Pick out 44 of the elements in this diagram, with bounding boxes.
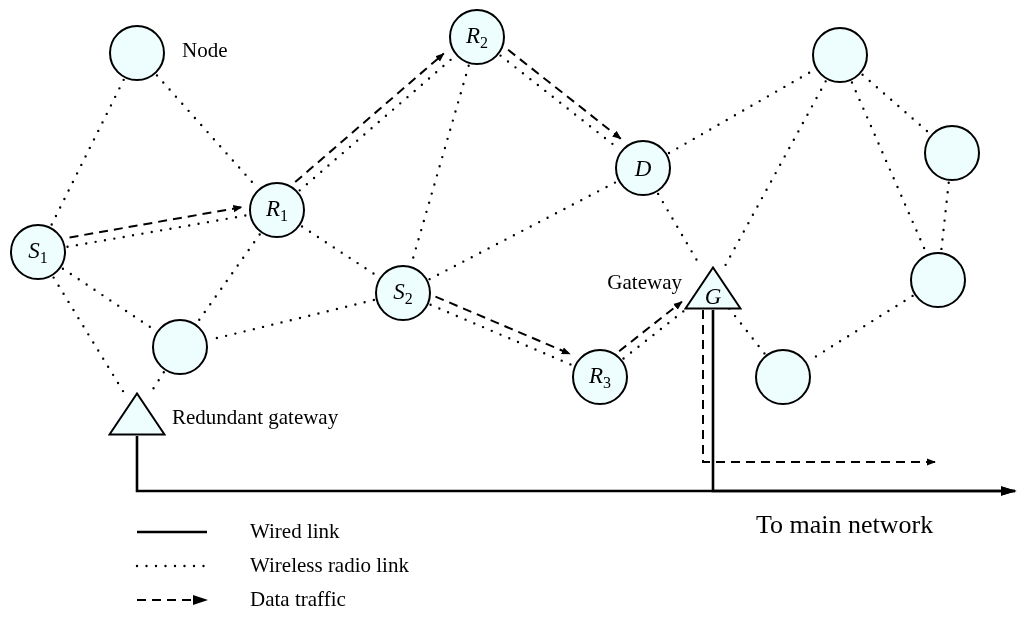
node-circle bbox=[924, 125, 980, 181]
data-traffic-arrow bbox=[618, 300, 683, 353]
gateway-triangle bbox=[684, 266, 742, 310]
wireless-link bbox=[429, 303, 574, 367]
data-traffic-arrow bbox=[68, 205, 243, 239]
wired-link-arrow bbox=[711, 310, 1017, 496]
legend-label: Data traffic bbox=[250, 587, 346, 612]
wireless-link bbox=[940, 181, 950, 252]
node-caption: Gateway bbox=[606, 270, 682, 295]
node-label: S$_{1}$ bbox=[28, 238, 48, 266]
wireless-link bbox=[66, 214, 249, 248]
node-circle bbox=[910, 252, 966, 308]
legend-label: Wired link bbox=[250, 519, 340, 544]
wireless-link bbox=[52, 276, 125, 393]
node-circle bbox=[152, 319, 208, 375]
wireless-link bbox=[861, 73, 931, 135]
node-label: R$_{3}$ bbox=[588, 363, 612, 391]
node-label: R$_{1}$ bbox=[265, 196, 289, 224]
data-traffic-arrow bbox=[294, 52, 445, 184]
node-circle bbox=[449, 9, 505, 65]
node-label: R$_{2}$ bbox=[465, 23, 489, 51]
node-circle bbox=[249, 182, 305, 238]
node-label: S$_{2}$ bbox=[393, 279, 413, 307]
node-circle bbox=[615, 140, 671, 196]
wireless-link bbox=[196, 233, 261, 324]
gateway-triangle bbox=[108, 392, 166, 436]
node-circle bbox=[812, 27, 868, 83]
legend-label: Wireless radio link bbox=[250, 553, 409, 578]
node-circle bbox=[375, 265, 431, 321]
node-label: D bbox=[634, 156, 652, 180]
wireless-link bbox=[724, 80, 827, 267]
node-caption: Node bbox=[182, 38, 228, 63]
node-circle bbox=[755, 349, 811, 405]
node-caption: Redundant gateway bbox=[172, 405, 339, 430]
data-traffic-arrow bbox=[507, 48, 622, 140]
node-label: G bbox=[704, 285, 722, 308]
node-circle bbox=[572, 349, 628, 405]
node-circle bbox=[10, 224, 66, 280]
data-traffic-arrow bbox=[702, 309, 936, 466]
node-circle bbox=[109, 25, 165, 81]
network-label: To main network bbox=[756, 510, 934, 540]
data-traffic-arrow bbox=[434, 295, 571, 355]
wireless-link bbox=[50, 78, 125, 227]
wireless-link bbox=[428, 180, 618, 281]
